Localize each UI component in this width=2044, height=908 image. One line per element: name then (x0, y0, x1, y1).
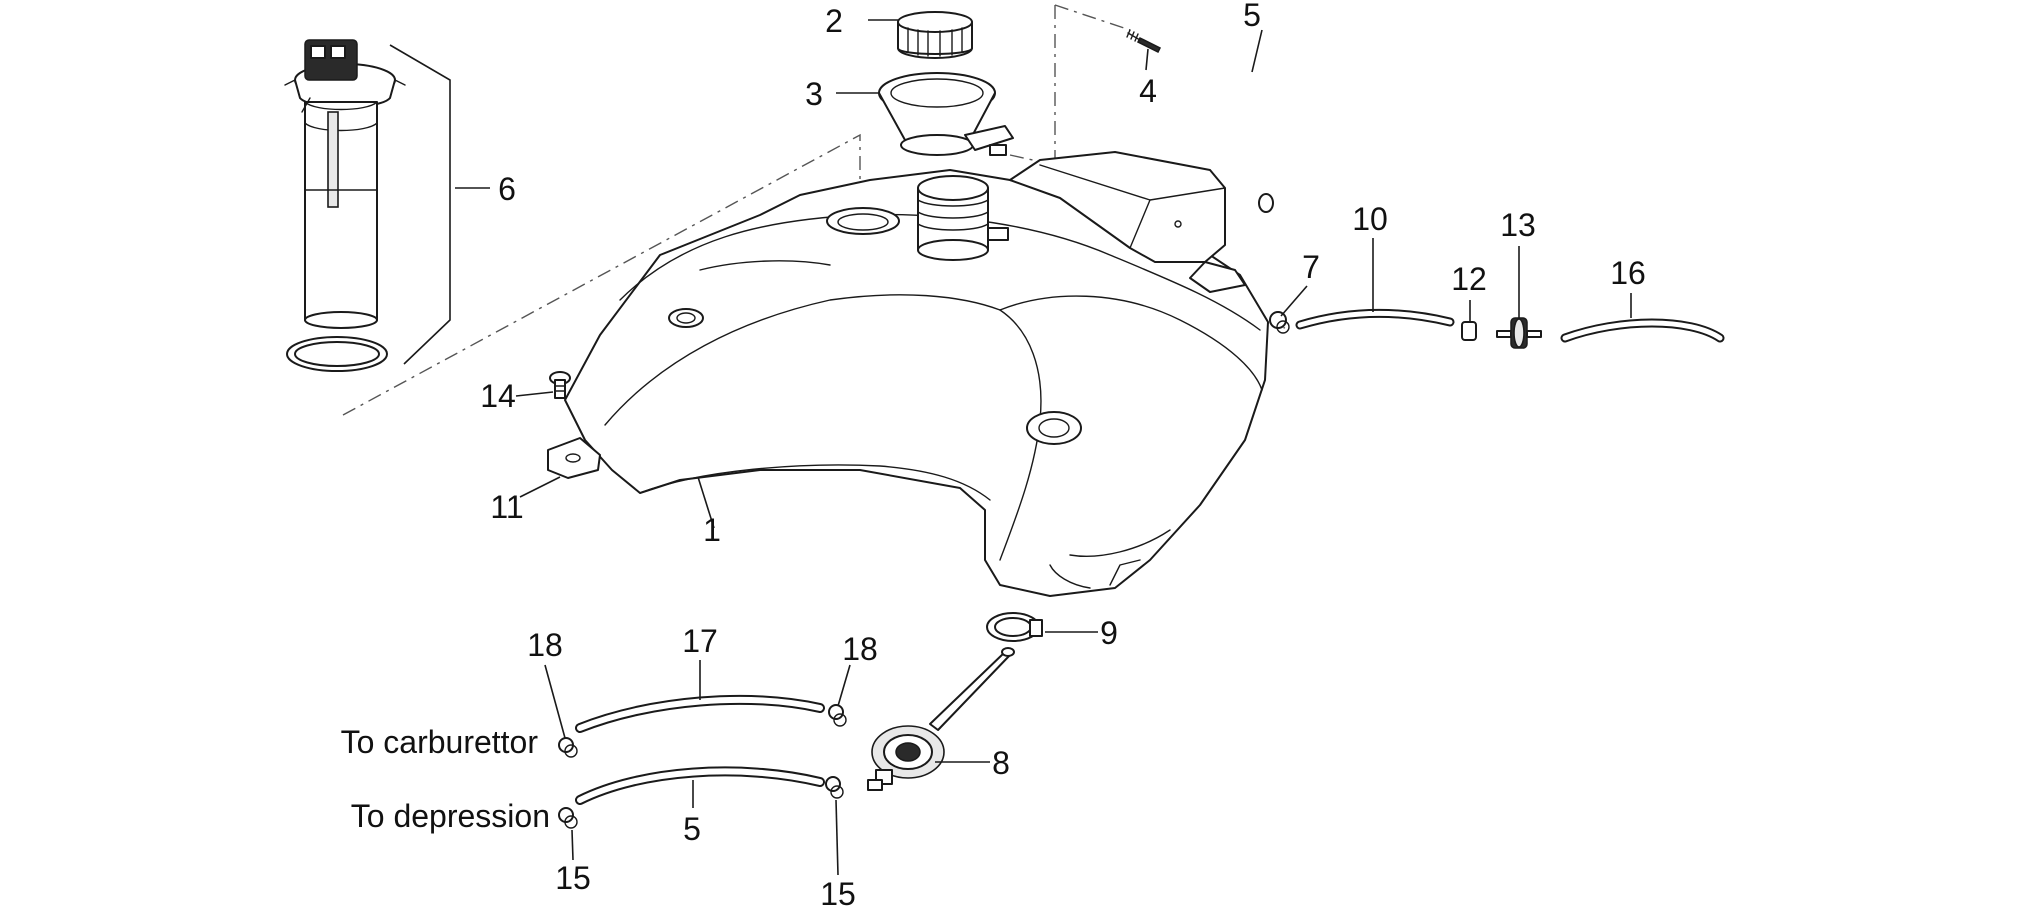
callout-1: 1 (703, 512, 721, 548)
hose-16 (1560, 318, 1725, 343)
hose-clip-18-right (828, 704, 847, 727)
callout-17: 17 (682, 623, 718, 659)
callout-14: 14 (480, 378, 516, 414)
callout-18-right: 18 (842, 631, 878, 667)
callout-11: 11 (490, 489, 523, 525)
hose-5-bottom (575, 766, 825, 805)
callout-5-bottom: 5 (683, 811, 701, 847)
hose-clip-18-left (558, 737, 578, 758)
callout-6: 6 (498, 171, 516, 207)
callout-3: 3 (805, 76, 823, 112)
fuel-cap (897, 11, 973, 59)
callout-16: 16 (1610, 255, 1646, 291)
note-to-carburettor: To carburettor (341, 724, 539, 760)
hose-10 (1295, 308, 1455, 330)
callout-15-right: 15 (820, 876, 856, 908)
fuel-pump-assembly (284, 39, 451, 372)
cap-12 (1461, 321, 1477, 341)
callout-9: 9 (1100, 615, 1118, 651)
breather-hose-top (1164, 32, 1278, 213)
callout-18-left: 18 (527, 627, 563, 663)
callout-4: 4 (1139, 73, 1157, 109)
hose-clip-7 (1269, 311, 1290, 334)
callout-15-left: 15 (555, 860, 591, 896)
callout-7: 7 (1302, 249, 1320, 285)
callout-12: 12 (1451, 261, 1487, 297)
callout-5-top: 5 (1243, 0, 1261, 33)
note-to-depression: To depression (351, 798, 550, 834)
callout-2: 2 (825, 3, 843, 39)
hose-17 (575, 694, 825, 733)
small-screw (1126, 29, 1162, 54)
fuel-valve-8 (867, 647, 1015, 791)
fuel-tank (547, 151, 1269, 597)
hose-clamp-9 (986, 612, 1043, 642)
callout-10: 10 (1352, 201, 1388, 237)
leader-lines (455, 19, 1632, 876)
hose-clip-15-left (558, 807, 578, 829)
callout-8: 8 (992, 745, 1010, 781)
screw-14 (549, 371, 571, 399)
check-valve-13 (1496, 317, 1542, 349)
callout-13: 13 (1500, 207, 1536, 243)
hose-clip-15-right (825, 776, 844, 799)
filler-funnel (878, 72, 1014, 156)
